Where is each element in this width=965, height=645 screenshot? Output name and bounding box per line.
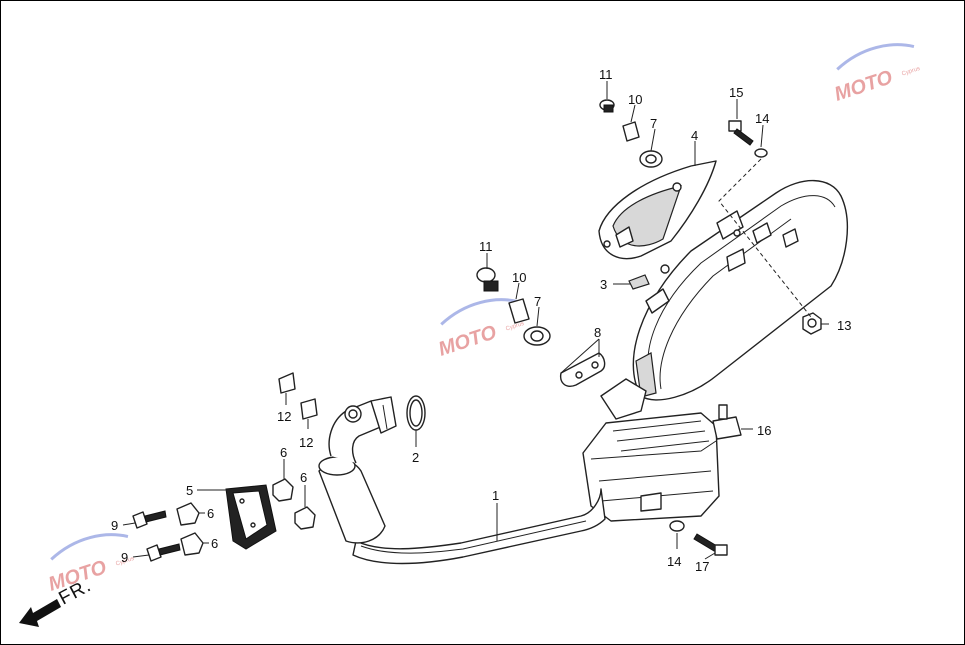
callout-4: 4 <box>691 128 698 143</box>
watermark-top-right: MOTO Cyprus <box>832 43 921 106</box>
heat-shield-lower <box>225 484 277 550</box>
callout-16: 16 <box>757 423 771 438</box>
front-arrow-icon <box>19 599 61 627</box>
catalyst-box <box>582 378 720 522</box>
callout-2: 2 <box>412 450 419 465</box>
callout-7b: 7 <box>534 294 541 309</box>
watermark-sub: Cyprus <box>505 321 525 333</box>
bolt-washer-lower <box>669 520 728 556</box>
callout-6b: 6 <box>300 470 307 485</box>
leader-lines <box>122 81 829 560</box>
exhaust-pipe <box>318 396 606 565</box>
nuts-12 <box>278 372 318 420</box>
callout-5: 5 <box>186 483 193 498</box>
callout-3: 3 <box>600 277 607 292</box>
callout-12a: 12 <box>277 409 291 424</box>
watermark-brand: MOTO <box>436 321 500 360</box>
mounting-dashed-lines <box>718 158 812 318</box>
callouts: 1 2 3 4 5 6 6 6 6 7 7 8 9 9 10 10 11 11 … <box>111 67 851 574</box>
watermark-brand: MOTO <box>832 66 896 105</box>
bolts-9 <box>132 510 181 562</box>
callout-6d: 6 <box>211 536 218 551</box>
washers-6 <box>176 478 316 556</box>
callout-17: 17 <box>695 559 709 574</box>
callout-1: 1 <box>492 488 499 503</box>
callout-14a: 14 <box>755 111 769 126</box>
heat-shield-upper <box>598 160 717 260</box>
callout-14b: 14 <box>667 554 681 569</box>
callout-15: 15 <box>729 85 743 100</box>
watermark-sub: Cyprus <box>901 66 921 78</box>
callout-7a: 7 <box>650 116 657 131</box>
muffler-body <box>632 179 848 401</box>
callout-10a: 10 <box>628 92 642 107</box>
bolt-collar-upper <box>599 99 663 168</box>
callout-6c: 6 <box>207 506 214 521</box>
callout-6a: 6 <box>280 445 287 460</box>
callout-11a: 11 <box>599 67 613 82</box>
callout-8: 8 <box>594 325 601 340</box>
bracket <box>559 352 606 387</box>
callout-9a: 9 <box>111 518 118 533</box>
callout-10b: 10 <box>512 270 526 285</box>
callout-13: 13 <box>837 318 851 333</box>
callout-12b: 12 <box>299 435 313 450</box>
sensor <box>712 404 742 440</box>
gasket <box>406 395 426 431</box>
callout-9b: 9 <box>121 550 128 565</box>
clip <box>628 274 650 290</box>
nut <box>802 312 822 335</box>
callout-11b: 11 <box>479 239 493 254</box>
watermark-sub: Cyprus <box>115 556 135 568</box>
bolt-collar-middle <box>476 267 551 346</box>
bolt-washer-upper <box>728 120 768 158</box>
